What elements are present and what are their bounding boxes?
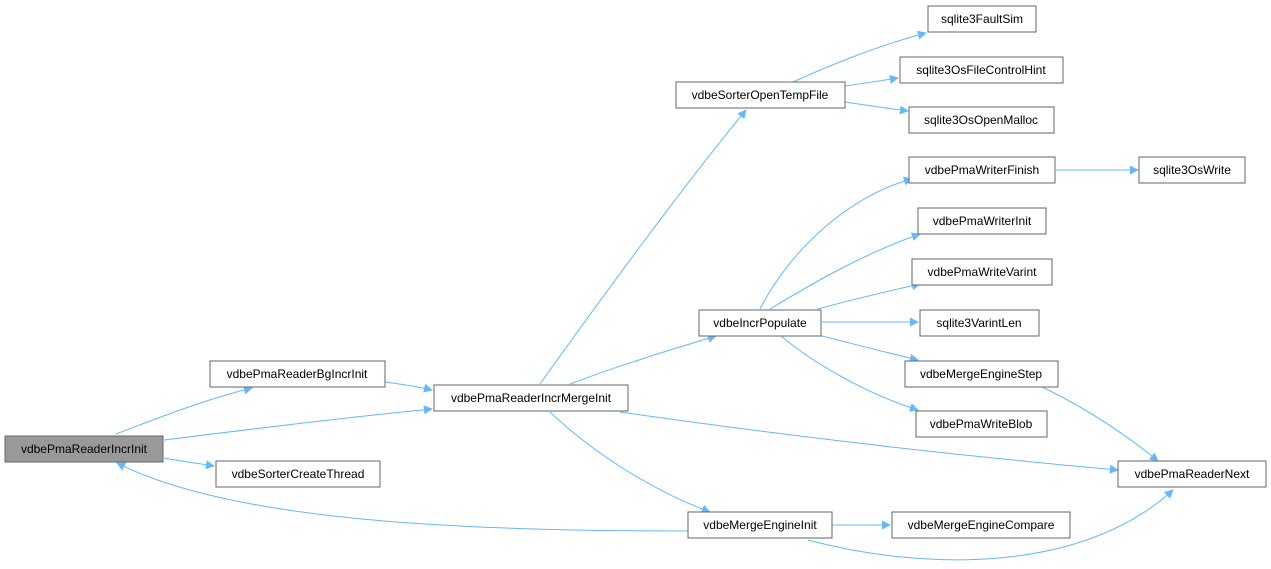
node-bg-incr-init[interactable]: vdbePmaReaderBgIncrInit <box>209 360 386 388</box>
node-fault-sim[interactable]: sqlite3FaultSim <box>927 5 1037 33</box>
node-pma-write-varint-label: vdbePmaWriteVarint <box>928 265 1038 279</box>
node-sorter-create-thread-label: vdbeSorterCreateThread <box>232 467 365 481</box>
node-root[interactable]: vdbePmaReaderIncrInit <box>4 435 164 463</box>
node-os-open-malloc[interactable]: sqlite3OsOpenMalloc <box>908 106 1055 134</box>
node-fault-sim-label: sqlite3FaultSim <box>941 12 1023 26</box>
node-incr-merge-init[interactable]: vdbePmaReaderIncrMergeInit <box>433 384 629 412</box>
node-os-write[interactable]: sqlite3OsWrite <box>1138 156 1246 184</box>
edge-sorter-open-temp-file-to-os-file-control-hint <box>844 74 899 87</box>
node-pma-write-varint[interactable]: vdbePmaWriteVarint <box>911 258 1053 286</box>
node-pma-writer-init-label: vdbePmaWriterInit <box>933 214 1032 228</box>
node-os-write-label: sqlite3OsWrite <box>1153 163 1231 177</box>
node-merge-engine-init-label: vdbeMergeEngineInit <box>703 518 817 532</box>
edge-incr-merge-init-to-sorter-open-temp-file <box>539 109 747 385</box>
node-varint-len-label: sqlite3VarintLen <box>936 316 1021 330</box>
edge-root-to-incr-merge-init <box>163 405 433 441</box>
node-merge-engine-init[interactable]: vdbeMergeEngineInit <box>687 511 833 539</box>
edge-incr-populate-to-pma-writer-init <box>769 232 921 310</box>
edge-incr-populate-to-pma-write-blob <box>779 334 919 412</box>
edge-merge-engine-step-to-pma-reader-next <box>1039 385 1159 462</box>
edge-sorter-open-temp-file-to-fault-sim <box>792 30 927 83</box>
node-merge-engine-compare-label: vdbeMergeEngineCompare <box>908 518 1055 532</box>
node-pma-reader-next[interactable]: vdbePmaReaderNext <box>1117 460 1267 488</box>
node-os-file-control-hint-label: sqlite3OsFileControlHint <box>916 63 1046 77</box>
node-pma-writer-finish[interactable]: vdbePmaWriterFinish <box>908 156 1056 184</box>
edge-root-to-sorter-create-thread <box>163 457 215 470</box>
node-pma-write-blob[interactable]: vdbePmaWriteBlob <box>915 410 1048 438</box>
edge-incr-populate-to-merge-engine-step <box>817 334 919 363</box>
node-bg-incr-init-label: vdbePmaReaderBgIncrInit <box>227 367 368 381</box>
node-pma-reader-next-label: vdbePmaReaderNext <box>1135 467 1250 481</box>
node-os-open-malloc-label: sqlite3OsOpenMalloc <box>924 113 1038 127</box>
node-sorter-create-thread[interactable]: vdbeSorterCreateThread <box>215 460 381 488</box>
edge-incr-merge-init-to-merge-engine-init <box>549 411 711 514</box>
node-pma-writer-init[interactable]: vdbePmaWriterInit <box>917 207 1047 235</box>
edge-root-to-bg-incr-init <box>115 385 253 435</box>
node-merge-engine-step-label: vdbeMergeEngineStep <box>920 367 1042 381</box>
edge-incr-populate-to-pma-writer-finish <box>759 176 913 310</box>
node-merge-engine-step[interactable]: vdbeMergeEngineStep <box>904 360 1059 388</box>
node-pma-writer-finish-label: vdbePmaWriterFinish <box>925 163 1039 177</box>
node-incr-populate[interactable]: vdbeIncrPopulate <box>698 309 822 337</box>
node-merge-engine-compare[interactable]: vdbeMergeEngineCompare <box>891 511 1071 539</box>
edge-incr-merge-init-to-incr-populate <box>569 334 717 385</box>
node-incr-populate-label: vdbeIncrPopulate <box>713 316 807 330</box>
edge-incr-populate-to-pma-write-varint <box>817 281 921 310</box>
edge-merge-engine-init-to-pma-reader-next <box>807 489 1174 561</box>
node-varint-len[interactable]: sqlite3VarintLen <box>919 309 1040 337</box>
nodes: vdbePmaReaderIncrInit vdbePmaReaderBgInc… <box>4 5 1267 539</box>
node-sorter-open-temp-file-label: vdbeSorterOpenTempFile <box>692 88 829 102</box>
node-sorter-open-temp-file[interactable]: vdbeSorterOpenTempFile <box>675 81 846 109</box>
node-os-file-control-hint[interactable]: sqlite3OsFileControlHint <box>899 56 1064 84</box>
edge-bg-incr-init-to-incr-merge-init <box>384 381 433 393</box>
node-root-label: vdbePmaReaderIncrInit <box>21 442 148 456</box>
edge-incr-merge-init-to-pma-reader-next <box>619 411 1119 474</box>
node-incr-merge-init-label: vdbePmaReaderIncrMergeInit <box>451 391 612 405</box>
edge-sorter-open-temp-file-to-os-open-malloc <box>844 101 909 115</box>
edges <box>115 30 1174 561</box>
node-pma-write-blob-label: vdbePmaWriteBlob <box>930 417 1033 431</box>
edge-merge-engine-init-to-root <box>116 462 689 532</box>
